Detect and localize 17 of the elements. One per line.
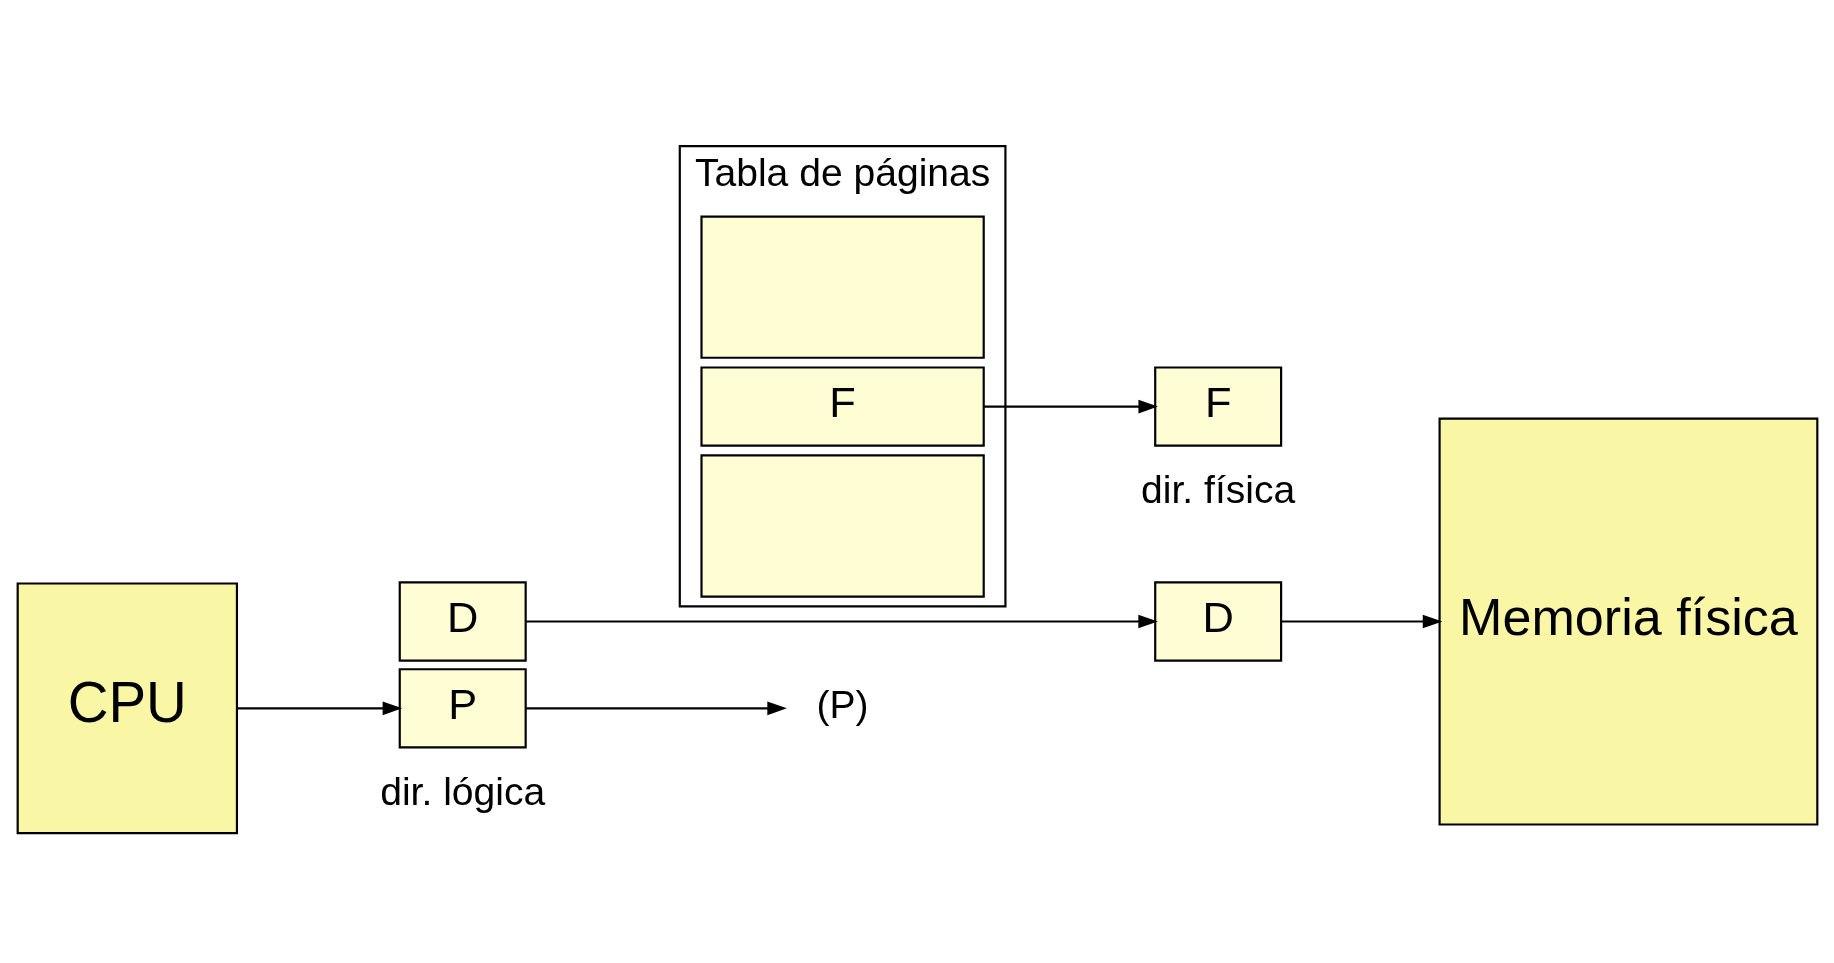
node-box: D xyxy=(1153,581,1282,662)
node-box xyxy=(699,454,985,598)
arrow xyxy=(525,701,787,716)
node-box: F xyxy=(1153,366,1282,447)
node-box: D xyxy=(398,581,527,662)
node-box: Memoria física xyxy=(1438,417,1818,826)
node-box: P xyxy=(398,668,527,749)
node-box: F xyxy=(699,366,985,447)
arrow xyxy=(983,399,1158,414)
label: dir. lógica xyxy=(379,769,545,813)
node-box: CPU xyxy=(16,582,238,835)
label: dir. física xyxy=(1140,467,1295,511)
node-text: (P) xyxy=(816,682,869,726)
arrow xyxy=(525,614,1158,629)
node-box xyxy=(699,215,985,359)
arrow xyxy=(236,701,402,716)
arrow xyxy=(1281,614,1442,629)
